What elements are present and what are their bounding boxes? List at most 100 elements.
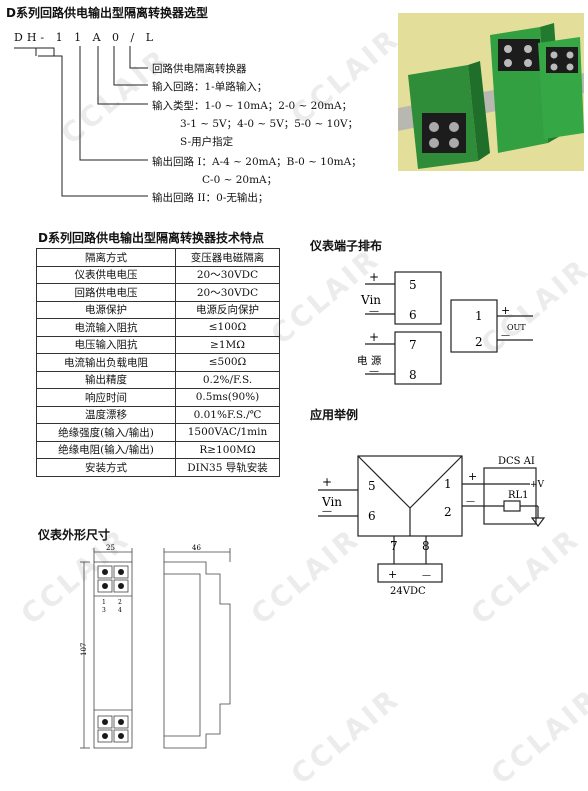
spec-key: 电压输入阻抗 — [36, 335, 176, 354]
dim-n4: 4 — [118, 607, 122, 614]
app-plus-in: + — [322, 475, 332, 489]
selection-title: D系列回路供电输出型隔离转换器选型 — [6, 6, 208, 20]
app-2: 2 — [444, 505, 452, 519]
dim-n3: 3 — [102, 607, 106, 614]
app-minus-in: — — [322, 506, 332, 517]
sel-line-2: 输入回路：1-单路输入； — [152, 81, 268, 93]
terminal-vin: Vin — [360, 293, 381, 307]
watermark: CCLAIR — [284, 681, 406, 791]
spec-row: 绝缘强度(输入/输出)1500VAC/1min — [36, 423, 280, 442]
spec-key: 绝缘强度(输入/输出) — [36, 423, 176, 442]
spec-row: 隔离方式变压器电磁隔离 — [36, 248, 280, 267]
terminal-diagram: + — + — Vin 电 源 5 6 7 8 1 2 + — OUT — [357, 270, 533, 385]
specs-title: D系列回路供电输出型隔离转换器技术特点 — [38, 231, 264, 245]
app-rl: RL1 — [508, 490, 529, 501]
app-plus-supply: + — [388, 568, 397, 581]
terminal-8: 8 — [409, 368, 417, 382]
spec-value: 1500VAC/1min — [175, 423, 280, 442]
spec-key: 隔离方式 — [36, 248, 176, 267]
spec-key: 安装方式 — [36, 458, 176, 477]
sel-line-8: 输出回路 II：0-无输出； — [152, 192, 269, 204]
spec-key: 回路供电电压 — [36, 283, 176, 302]
spec-key: 绝缘电阻(输入/输出) — [36, 440, 176, 459]
spec-key: 仪表供电电压 — [36, 265, 176, 284]
spec-value: 0.01%F.S./℃ — [175, 405, 280, 424]
terminal-6: 6 — [409, 308, 417, 322]
spec-row: 电流输出负载电阻≤500Ω — [36, 353, 280, 372]
spec-value: 0.5ms(90%) — [175, 388, 280, 407]
dim-n2: 2 — [118, 599, 122, 606]
spec-value: ≤500Ω — [175, 353, 280, 372]
spec-row: 电流输入阻抗≤100Ω — [36, 318, 280, 337]
spec-key: 电流输入阻抗 — [36, 318, 176, 337]
terminal-minus-out: — — [501, 331, 510, 341]
app-plus-out: + — [468, 470, 477, 483]
app-dcs: DCS AI — [498, 456, 535, 467]
spec-value: ≥1MΩ — [175, 335, 280, 354]
spec-value: ≤100Ω — [175, 318, 280, 337]
dimensions-title: 仪表外形尺寸 — [38, 528, 111, 542]
sel-line-3: 输入类型：1-0 ~ 10mA；2-0 ~ 20mA； — [152, 100, 353, 112]
app-8: 8 — [422, 539, 430, 553]
dim-width: 25 — [106, 544, 115, 552]
terminal-2: 2 — [475, 335, 483, 349]
spec-value: DIN35 导轨安装 — [175, 458, 280, 477]
terminal-minus-1: — — [369, 306, 379, 317]
terminal-power: 电 源 — [357, 354, 382, 367]
spec-key: 响应时间 — [36, 388, 176, 407]
spec-key: 输出精度 — [36, 370, 176, 389]
app-24vdc: 24VDC — [390, 586, 426, 597]
model-code: DH- 1 1 A 0 / L — [14, 31, 158, 44]
spec-key: 电流输出负载电阻 — [36, 353, 176, 372]
sel-line-1: 回路供电隔离转换器 — [152, 63, 247, 75]
app-minus-out: — — [466, 497, 475, 507]
spec-value: R≥100MΩ — [175, 440, 280, 459]
spec-value: 20～30VDC — [175, 283, 280, 302]
terminal-plus-1: + — [369, 270, 379, 284]
selection-tree-lines — [14, 46, 148, 197]
terminal-title: 仪表端子排布 — [310, 239, 383, 253]
sel-line-7: C-0 ~ 20mA； — [202, 174, 278, 186]
spec-key: 电源保护 — [36, 300, 176, 319]
terminal-plus-2: + — [369, 330, 379, 344]
terminal-out: OUT — [507, 323, 526, 332]
spec-row: 电压输入阻抗≥1MΩ — [36, 335, 280, 354]
spec-value: 变压器电磁隔离 — [175, 248, 280, 267]
app-7: 7 — [390, 539, 398, 553]
spec-row: 电源保护电源反向保护 — [36, 300, 280, 319]
app-minus-supply: — — [422, 571, 431, 581]
app-1: 1 — [444, 477, 452, 491]
app-vin: Vin — [321, 495, 342, 509]
dim-n1: 1 — [102, 599, 106, 606]
sel-line-4: 3-1 ~ 5V；4-0 ~ 5V；5-0 ~ 10V； — [180, 118, 359, 130]
dim-height: 107 — [80, 643, 88, 656]
spec-value: 0.2%/F.S. — [175, 370, 280, 389]
terminal-minus-2: — — [369, 366, 379, 377]
dim-depth: 46 — [192, 544, 201, 552]
app-5: 5 — [368, 479, 376, 493]
app-6: 6 — [368, 509, 376, 523]
sel-line-6: 输出回路 I：A-4 ~ 20mA；B-0 ~ 10mA； — [152, 156, 362, 168]
spec-value: 20～30VDC — [175, 265, 280, 284]
terminal-plus-out: + — [501, 304, 510, 317]
dimensions-drawing: 25 46 107 1 2 3 4 — [80, 544, 231, 749]
terminal-1: 1 — [475, 309, 483, 323]
product-photo — [398, 13, 584, 171]
application-diagram: + — Vin 5 6 1 2 + — DCS AI +V RL1 7 8 + … — [318, 455, 546, 597]
terminal-7: 7 — [409, 338, 417, 352]
application-title: 应用举例 — [310, 408, 359, 422]
app-plus-v: +V — [530, 480, 545, 490]
sel-line-5: S-用户指定 — [180, 136, 234, 148]
spec-value: 电源反向保护 — [175, 300, 280, 319]
spec-row: 绝缘电阻(输入/输出)R≥100MΩ — [36, 440, 280, 459]
terminal-5: 5 — [409, 278, 417, 292]
spec-key: 温度漂移 — [36, 405, 176, 424]
watermark: CCLAIR — [484, 681, 588, 791]
